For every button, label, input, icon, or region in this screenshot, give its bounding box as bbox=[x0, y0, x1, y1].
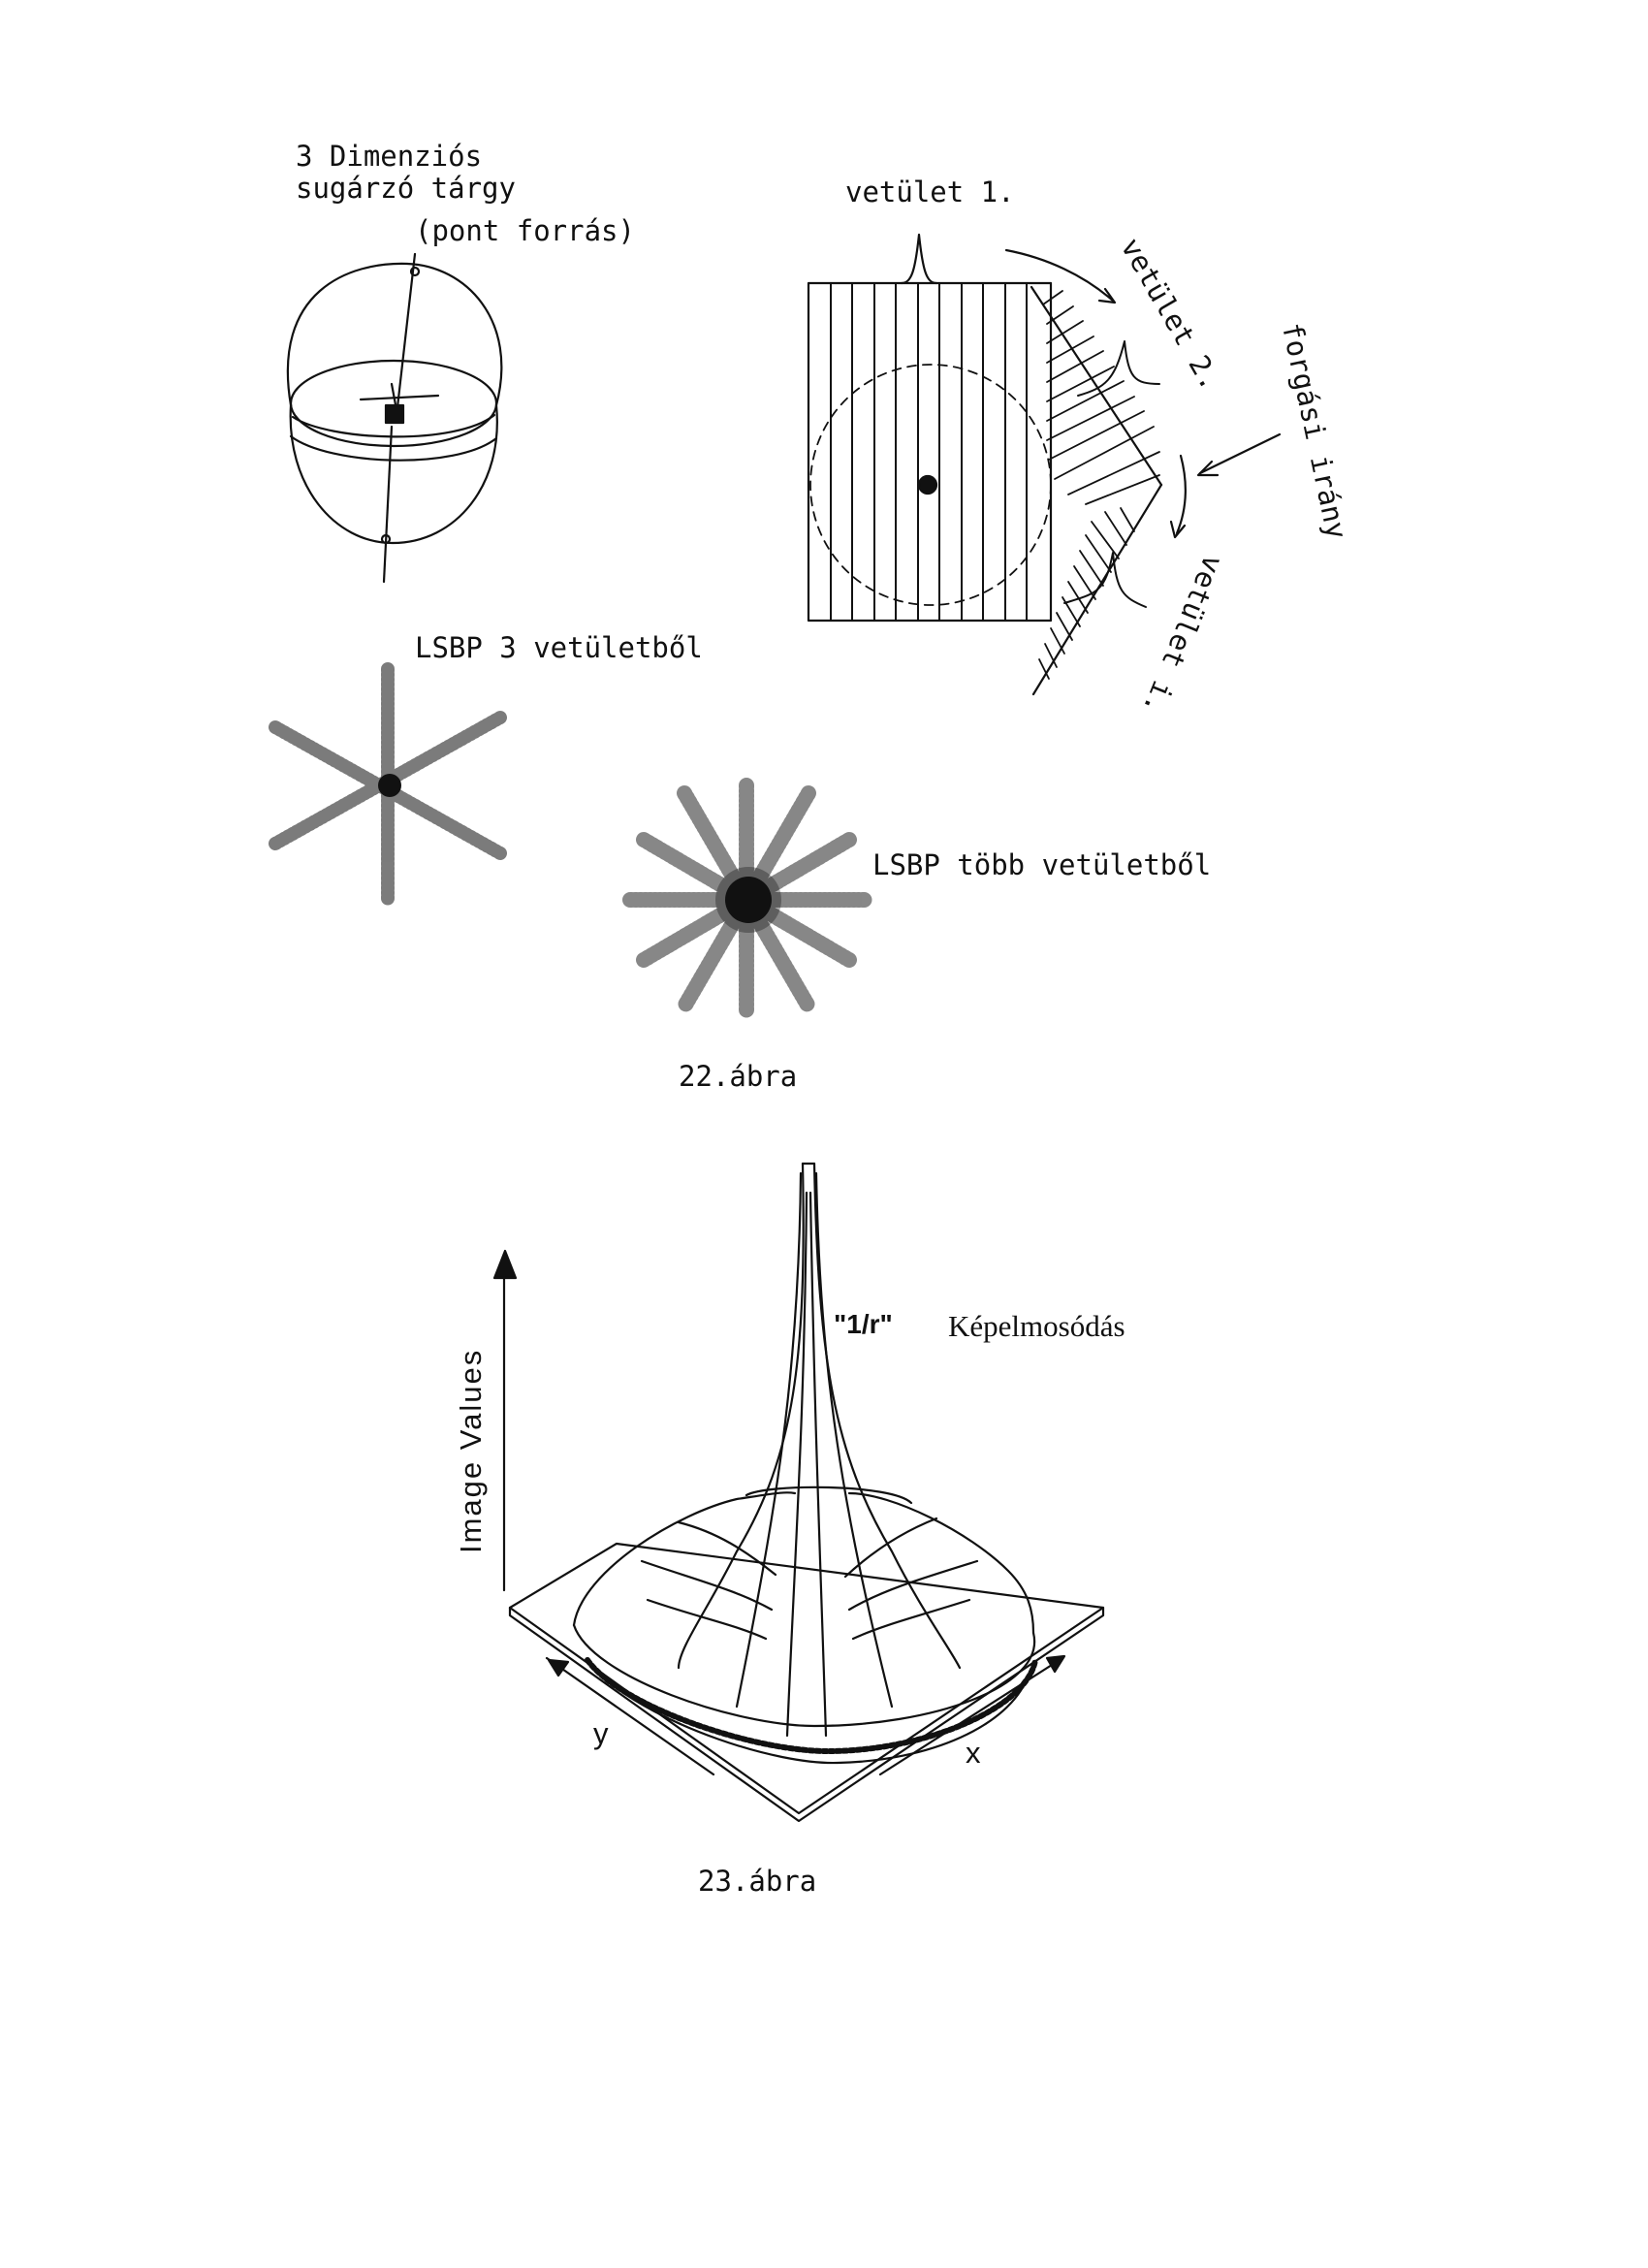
peak-description-label: Képelmosódás bbox=[948, 1309, 1125, 1343]
lsbp-many-label: LSBP több vetületből bbox=[872, 848, 1212, 881]
figure-23-caption: 23.ábra bbox=[698, 1865, 817, 1898]
figure-22-caption: 22.ábra bbox=[679, 1060, 798, 1093]
object-label-line2: sugárzó tárgy bbox=[296, 172, 516, 205]
y-axis-label: Image Values bbox=[454, 1348, 488, 1553]
object-label-line1: 3 Dimenziós bbox=[296, 140, 483, 173]
rotation-arrows bbox=[1004, 248, 1282, 539]
egg-object bbox=[286, 252, 503, 584]
lsbp-3-label: LSBP 3 vetületből bbox=[415, 631, 703, 664]
axis-x-label: x bbox=[966, 1736, 981, 1770]
axis-y-label: y bbox=[593, 1716, 609, 1750]
object-label-line3: (pont forrás) bbox=[415, 214, 635, 247]
projection-grid bbox=[807, 233, 1053, 623]
projection-1-label: vetület 1. bbox=[845, 176, 1015, 208]
peak-quote-label: "1/r" bbox=[834, 1309, 893, 1339]
surface-plot bbox=[492, 1162, 1105, 1823]
projection-2-detector bbox=[1030, 285, 1163, 696]
